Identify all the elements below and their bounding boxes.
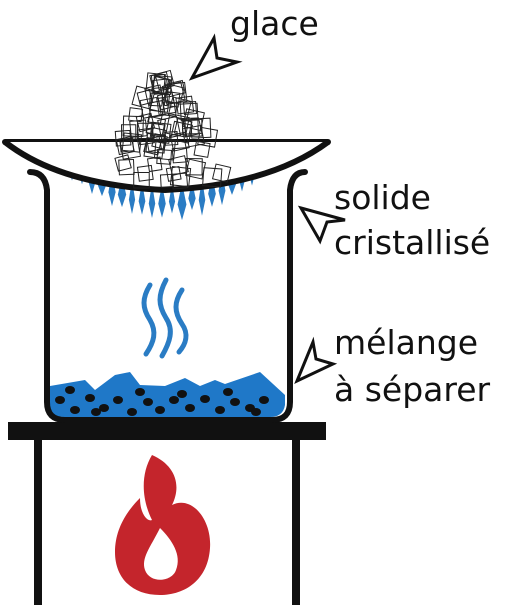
ice-cube (197, 126, 219, 148)
crystal-spike (117, 176, 127, 208)
mixture-particle (135, 388, 145, 396)
beaker (27, 169, 308, 423)
ice-cube (119, 137, 135, 153)
mixture-particles (55, 386, 269, 416)
ice-cube (149, 92, 164, 107)
mixture-particle (70, 406, 80, 414)
ice-cube (165, 113, 190, 138)
mixture-particle (185, 404, 195, 412)
mixture-particle (55, 396, 65, 404)
ice-pointer-arrow (188, 33, 243, 81)
ice-cube (122, 115, 144, 137)
ice-cube (167, 96, 192, 121)
crystal-spike (188, 180, 196, 211)
ice-cube (128, 107, 144, 123)
label-ice: glace (230, 4, 319, 43)
mixture-particle (155, 406, 165, 414)
crystal-spike (138, 181, 146, 215)
ice-cube (147, 99, 166, 119)
vapor-icon (141, 277, 189, 359)
ice-cube (143, 136, 162, 156)
crystal-spike (208, 174, 216, 207)
ice-cube (202, 167, 223, 188)
ice-cube (211, 163, 232, 183)
mixture-particle (91, 408, 101, 416)
ice-cube (131, 85, 156, 110)
crystal-spike (108, 172, 116, 207)
label-solid-line1: solide (334, 178, 431, 217)
crystal-spike (177, 182, 187, 221)
label-mixture-line1: mélange (334, 323, 479, 362)
mixture-particle (169, 396, 179, 404)
ice-bowl (2, 139, 331, 193)
ice-cube (136, 164, 154, 182)
solid-pointer-arrow (297, 205, 346, 245)
ice-cube (169, 79, 186, 97)
mixture-particle (99, 404, 109, 412)
mixture-particle (65, 386, 75, 394)
ice-cube (169, 131, 190, 152)
mixture-particle (143, 398, 153, 406)
crystal-spike (148, 183, 156, 219)
ice-cube (146, 156, 163, 173)
mixture-particle (230, 398, 240, 406)
flame-icon (115, 455, 211, 595)
mixture-liquid (50, 372, 285, 417)
label-solid-line2: cristallisé (334, 223, 491, 262)
ice-cube (185, 158, 203, 176)
ice-cube (193, 140, 211, 158)
mixture-particle (127, 408, 137, 416)
mixture-particle (200, 395, 210, 403)
ice-cube (121, 132, 143, 153)
ice-cube (114, 129, 132, 147)
ice-cube (135, 112, 156, 133)
ice-cube (156, 95, 177, 116)
ice-cube (182, 117, 203, 138)
ice-cube (156, 149, 173, 165)
stove-right-leg (292, 440, 300, 605)
crystal-spike (128, 179, 136, 215)
ice-cube (150, 73, 167, 90)
crystal-spike (198, 178, 206, 216)
pointer-arrow-icon (188, 33, 346, 385)
mixture-particle (259, 396, 269, 404)
ice-cube (121, 124, 137, 140)
ice-cubes-icon (114, 69, 232, 190)
crystal-spike (158, 183, 166, 218)
mixture-particle (251, 408, 261, 416)
ice-cube (129, 119, 148, 138)
ice-cube (182, 108, 205, 132)
stove-stand (8, 422, 326, 605)
crystal-spike (168, 183, 176, 214)
mixture-particle (113, 396, 123, 404)
mixture-particle (215, 406, 225, 414)
ice-cube (185, 158, 207, 180)
mixture-pointer-arrow (294, 336, 338, 385)
ice-cube (118, 158, 135, 176)
ice-cube (168, 155, 189, 176)
ice-cube (145, 115, 167, 137)
ice-cube (163, 131, 179, 146)
stove-left-leg (34, 440, 42, 605)
stove-top-plate (8, 422, 326, 440)
beaker-outline (27, 169, 308, 423)
crystal-spike (218, 170, 226, 206)
ice-cube (171, 147, 188, 164)
label-mixture-line2: à séparer (334, 370, 491, 409)
mixture-particle (85, 394, 95, 402)
ice-cube (183, 101, 198, 115)
ice-cube (136, 89, 154, 107)
mixture-particle (223, 388, 233, 396)
mixture-particle (177, 390, 187, 398)
ice-cube (114, 154, 132, 172)
